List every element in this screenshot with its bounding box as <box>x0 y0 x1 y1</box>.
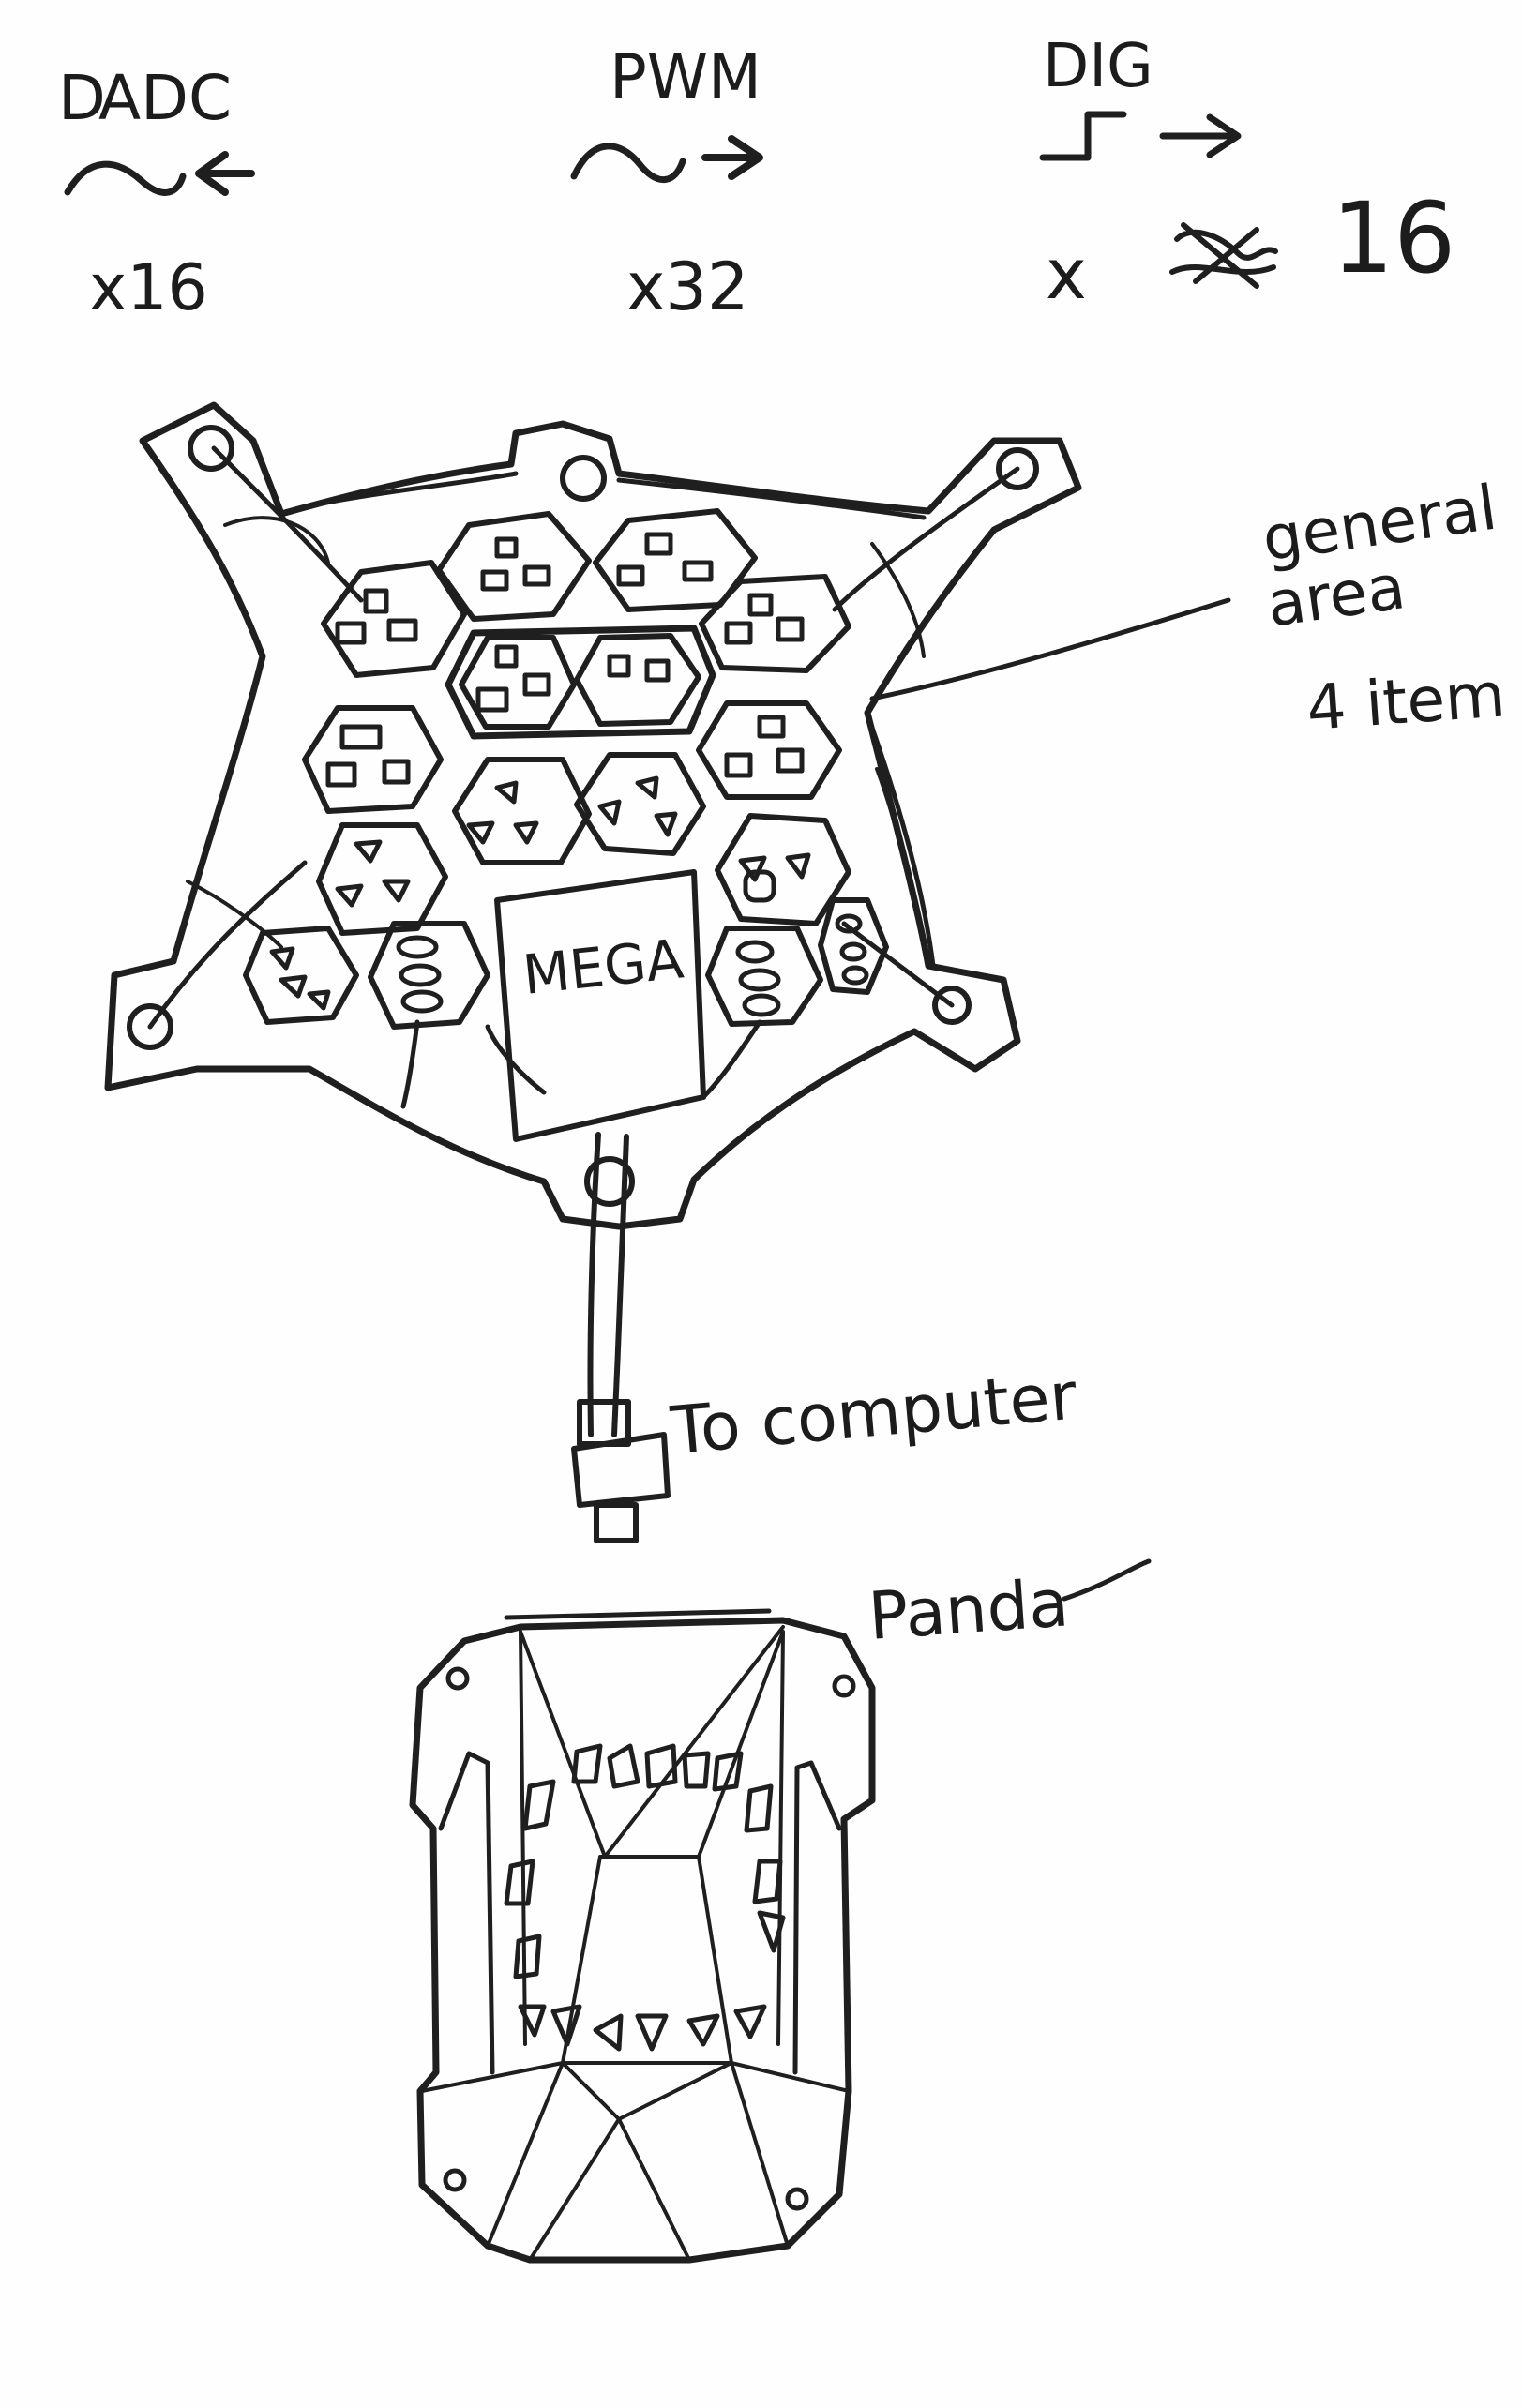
dig-count-prefix: x <box>1046 234 1087 315</box>
general-area-annotation: general area 4 item <box>872 472 1508 745</box>
hex-cell <box>699 703 839 797</box>
adc-label: ADC <box>98 62 232 134</box>
hex-cell <box>455 760 589 863</box>
triangle-sensors <box>506 1746 783 2049</box>
mounting-hole <box>563 458 604 499</box>
base-facets <box>422 2063 849 2260</box>
pwm-header: PWM x32 <box>574 41 761 325</box>
cable-strain-relief <box>580 1402 628 1444</box>
analog-wave-icon <box>68 164 183 192</box>
hex-cell <box>370 924 488 1027</box>
adc-header: D ADC x16 <box>58 62 251 325</box>
scribble-correction <box>1172 225 1275 286</box>
annotation-line: 4 item <box>1304 658 1508 745</box>
face-facets <box>520 1627 783 2063</box>
dig-header: DIG x 16 <box>1043 32 1455 315</box>
square-wave-icon <box>1043 114 1123 158</box>
mounting-hole <box>835 1677 853 1695</box>
device-label: Panda <box>866 1564 1071 1655</box>
hex-cell <box>246 928 356 1022</box>
hex-cell <box>577 636 699 724</box>
sensor-board: MEGA <box>108 405 1078 1227</box>
panda-device: Panda <box>413 1561 1149 2260</box>
hex-cell <box>461 638 574 727</box>
mounting-hole <box>788 2190 806 2208</box>
hex-cell <box>708 928 821 1024</box>
label-flourish <box>1064 1561 1149 1599</box>
hex-cell <box>319 825 445 933</box>
dig-count: 16 <box>1332 181 1455 295</box>
usb-cable: To computer <box>574 1135 1080 1541</box>
adc-count: x16 <box>89 251 208 325</box>
analog-wave-icon <box>574 146 683 180</box>
hex-cell <box>577 755 703 853</box>
mounting-hole <box>448 1669 467 1688</box>
hex-cell <box>701 577 849 670</box>
mega-label: MEGA <box>520 926 686 1007</box>
dig-label: DIG <box>1043 32 1153 101</box>
cable-wire <box>590 1135 598 1435</box>
usb-connector <box>596 1505 636 1541</box>
device-top-edge <box>506 1611 769 1618</box>
arrow-left-icon <box>199 155 251 192</box>
mounting-hole <box>445 2171 464 2190</box>
pwm-count: x32 <box>626 248 749 325</box>
leader-line <box>872 600 1228 699</box>
cable-label: To computer <box>667 1357 1079 1469</box>
hex-cell <box>305 708 441 811</box>
arrow-right-icon <box>1163 117 1238 155</box>
hex-cell <box>439 514 589 619</box>
arrow-right-icon <box>705 139 760 176</box>
cable-wire <box>614 1136 626 1435</box>
pwm-label: PWM <box>610 41 761 113</box>
